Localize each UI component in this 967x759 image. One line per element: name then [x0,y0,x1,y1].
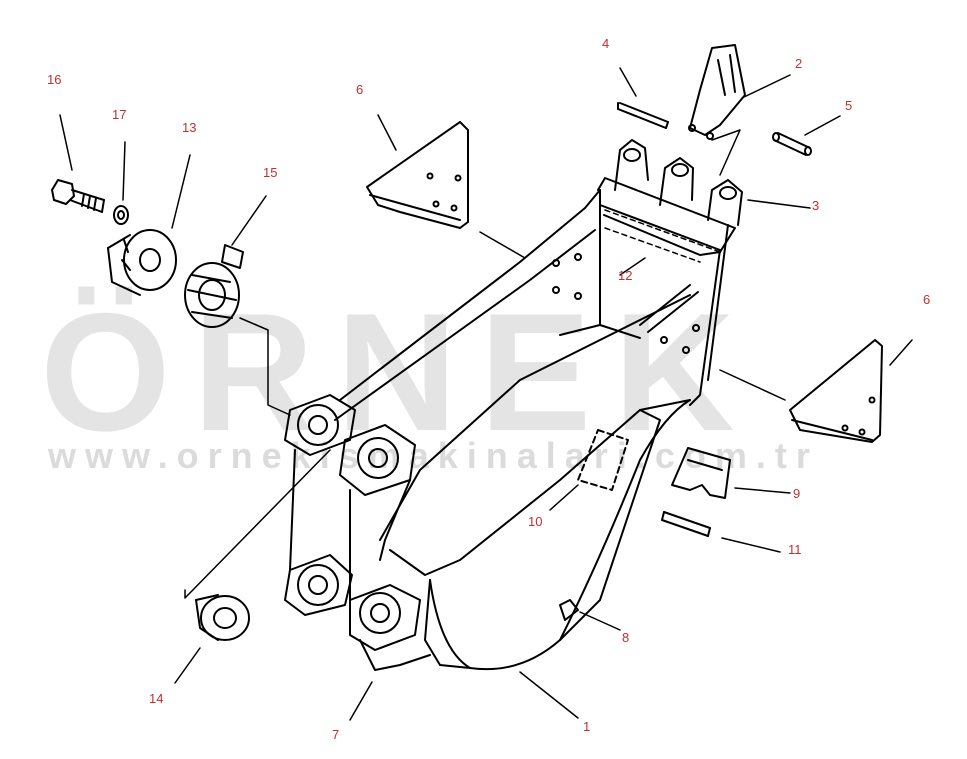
callout-12: 12 [618,268,633,283]
callout-11: 11 [788,542,802,557]
pin-5 [772,132,812,156]
side-cutter-right [789,339,883,443]
callout-7: 7 [332,727,340,742]
washer-17 [113,205,129,225]
callout-2: 2 [795,56,803,71]
callout-6-right: 6 [923,292,931,307]
callout-17: 17 [112,107,127,122]
bolt-16 [51,179,105,213]
callout-3: 3 [812,198,820,213]
pin-4 [617,102,669,129]
pin-11 [661,511,711,537]
callout-16: 16 [47,72,62,87]
bushing-14 [195,594,250,641]
shim-15 [184,244,244,328]
callout-10: 10 [528,514,543,529]
clip-9 [671,447,731,499]
side-cutter-left [366,121,469,229]
callout-6-left: 6 [356,82,364,97]
callout-8: 8 [622,630,630,645]
tooth-adapters [614,139,743,226]
tooth-tip [688,44,746,140]
dashed-guides-12 [604,209,721,263]
callout-1: 1 [583,719,591,734]
collar-13 [107,229,177,296]
assembly-leaders [184,129,786,599]
hinge-ears [284,394,431,671]
callout-5: 5 [845,98,853,113]
watermark-url: www.ornekismakinalari.com.tr [48,435,819,476]
wear-pad-10 [577,429,629,491]
callout-13: 13 [182,120,197,135]
wear-plate-8 [559,599,579,621]
callout-leaders [59,67,913,721]
callout-15: 15 [263,165,278,180]
callout-9: 9 [793,486,801,501]
callout-14: 14 [149,691,164,706]
callout-4: 4 [602,36,610,51]
bucket-body [334,177,736,671]
